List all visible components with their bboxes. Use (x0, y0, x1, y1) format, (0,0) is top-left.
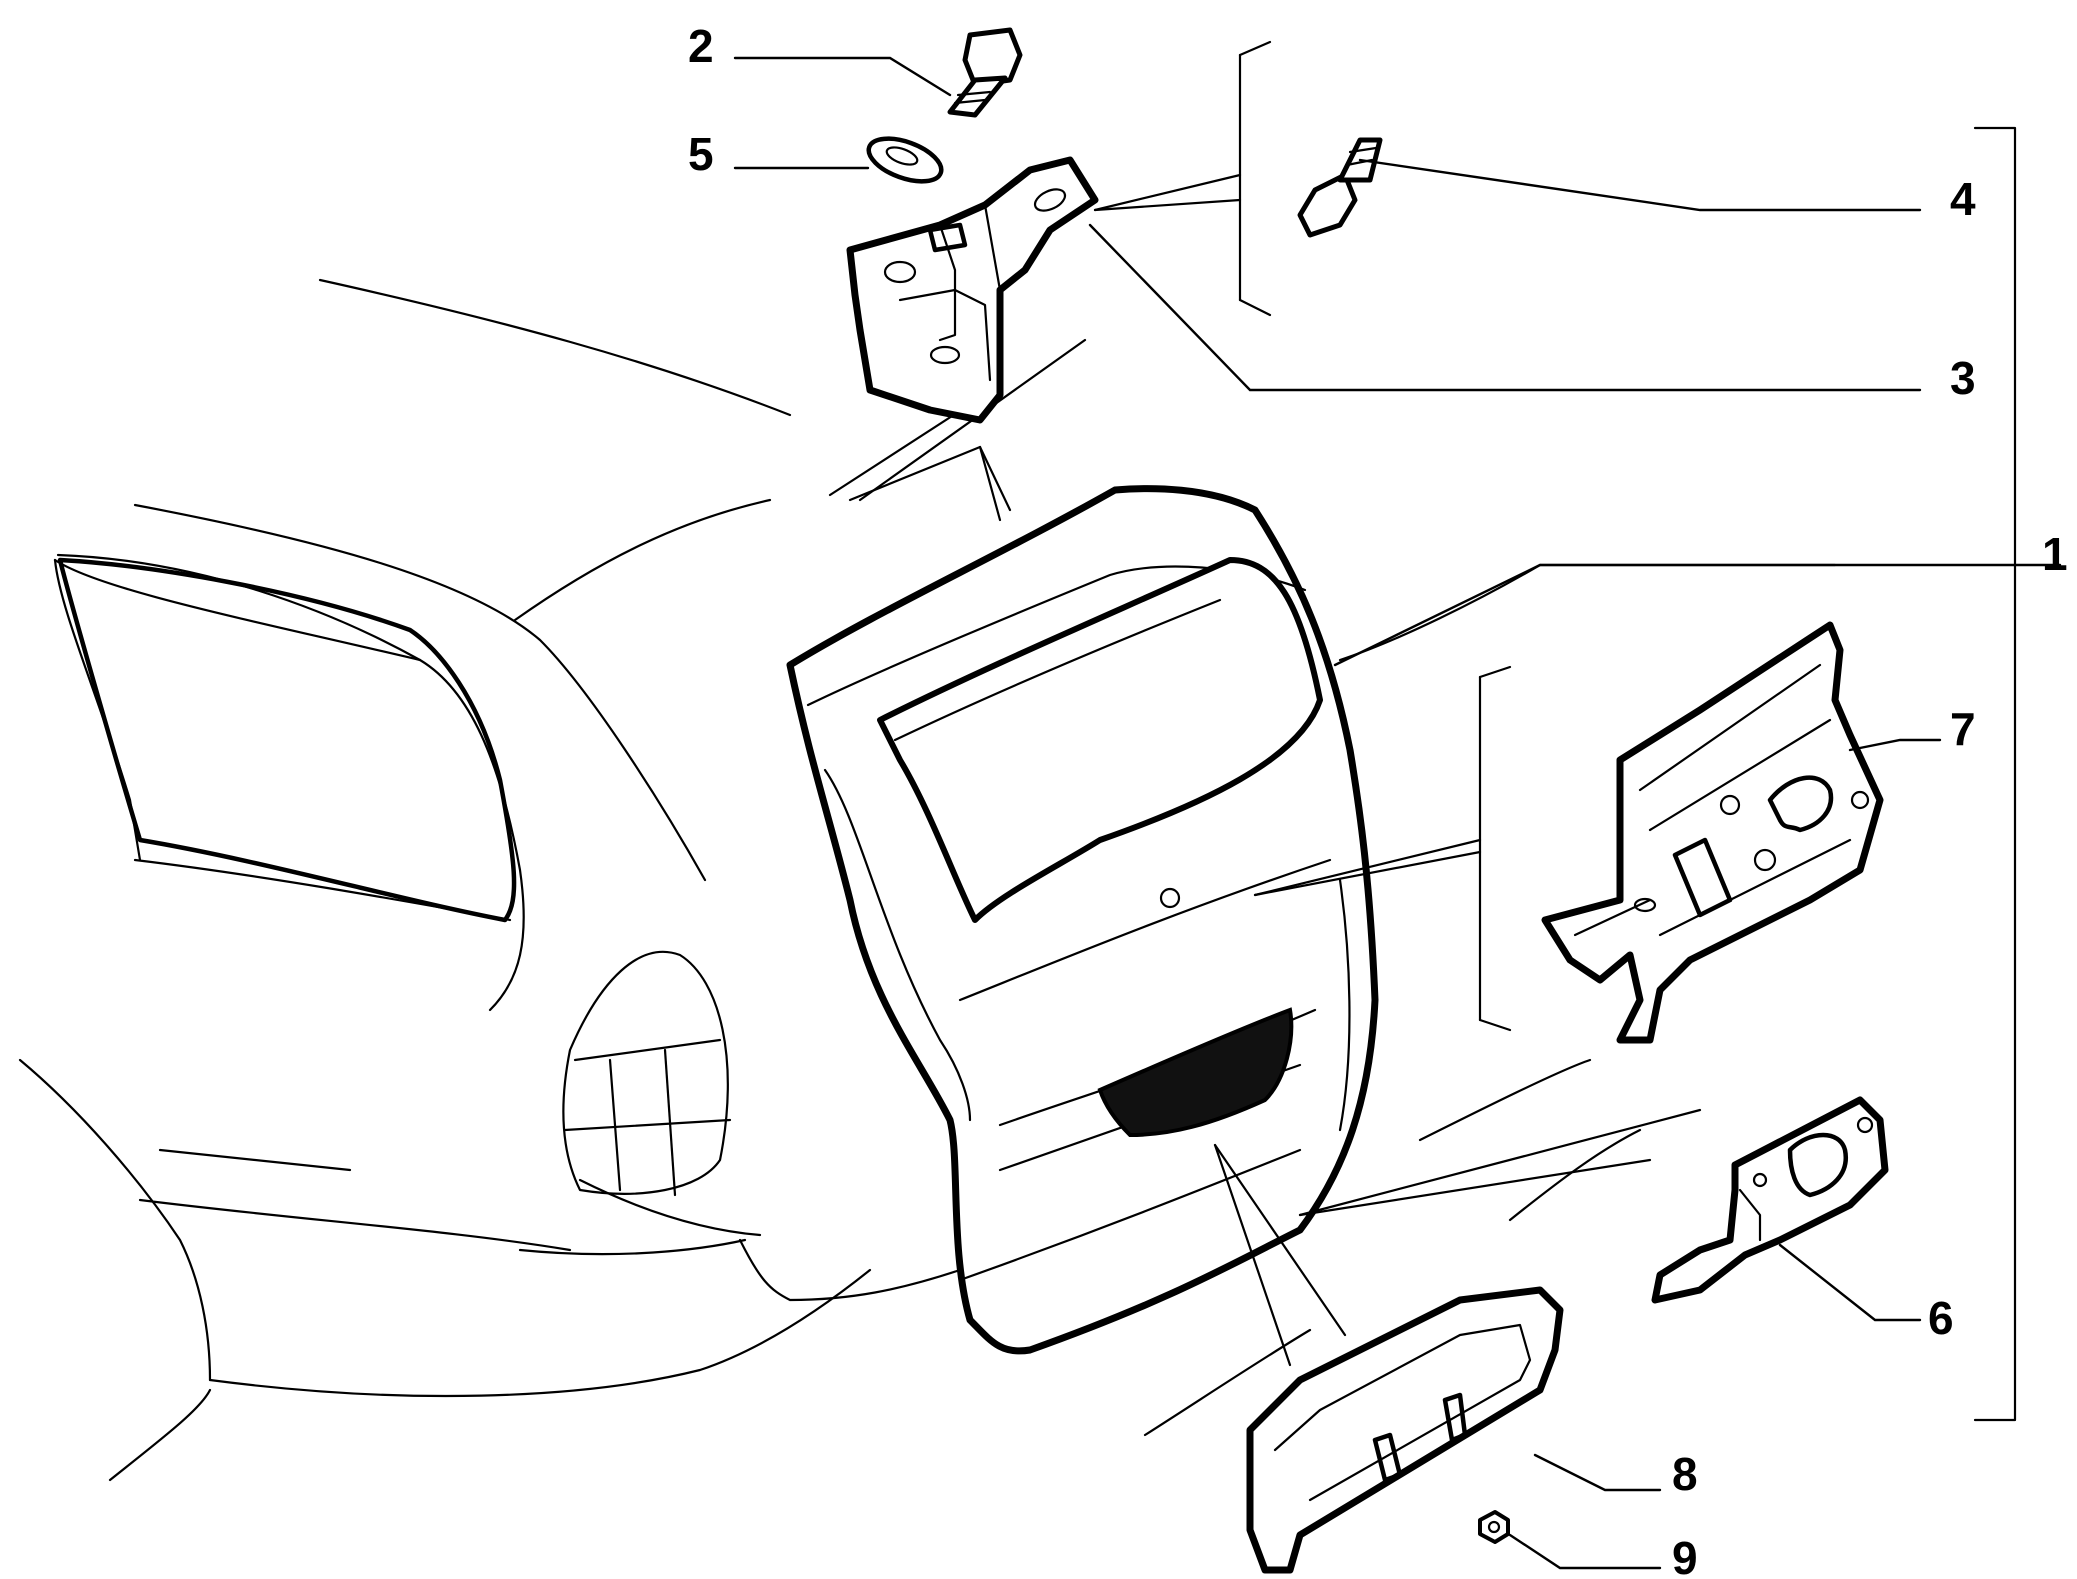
leader-lines (733, 56, 2062, 1570)
washer (866, 136, 944, 184)
lock-reinforcement-plate (1541, 621, 1884, 1044)
callout-3: 3 (1950, 352, 1976, 404)
callout-5: 5 (688, 128, 714, 180)
nut (1478, 1510, 1510, 1544)
callout-1: 1 (2042, 528, 2068, 580)
hinge-bolt (947, 27, 1023, 118)
callout-labels: 2 5 4 3 1 7 6 8 9 (688, 20, 2068, 1579)
tailgate (786, 485, 1379, 1355)
callout-9: 9 (1672, 1532, 1698, 1579)
callout-8: 8 (1672, 1448, 1698, 1500)
latch-bracket (1651, 1096, 1889, 1304)
callout-4: 4 (1950, 173, 1976, 225)
hinge-screw (1297, 137, 1383, 238)
callout-7: 7 (1950, 703, 1976, 755)
callout-6: 6 (1928, 1292, 1954, 1344)
hinge (846, 156, 1099, 424)
car-body-outline (18, 278, 1837, 1482)
plate-lamp-housing (1246, 1286, 1564, 1574)
callout-2: 2 (688, 20, 714, 72)
assembly-brackets (848, 40, 2017, 1422)
